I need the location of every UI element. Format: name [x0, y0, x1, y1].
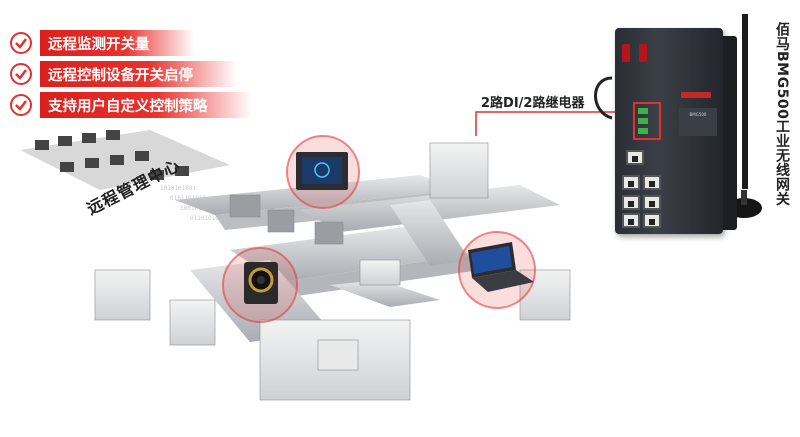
- feature-item-1: 远程监测开关量: [10, 30, 194, 56]
- feature-item-2: 远程控制设备开关启停: [10, 61, 237, 87]
- ethernet-port-icon: [643, 213, 661, 228]
- io-connector-line: [475, 111, 632, 136]
- svg-text:0101101010: 0101101010: [170, 195, 207, 202]
- io-label: 2路DI/2路继电器: [481, 96, 585, 111]
- svg-text:0110101001: 0110101001: [190, 215, 227, 222]
- feature-text: 远程监测开关量: [40, 30, 194, 56]
- ethernet-port-icon: [643, 195, 661, 210]
- ethernet-port-icon: [622, 175, 640, 190]
- ethernet-port-icon: [622, 213, 640, 228]
- device-plate: BMG500: [679, 108, 717, 136]
- svg-text:1010101001: 1010101001: [160, 185, 197, 192]
- antenna-connector-icon: [622, 44, 630, 62]
- machines: [94, 142, 571, 401]
- hmi-panel-icon: [296, 152, 348, 190]
- ethernet-port-icon: [643, 175, 661, 190]
- io-terminal-highlight: [633, 102, 661, 140]
- antenna-cable: [594, 76, 613, 120]
- check-icon: [10, 94, 32, 116]
- antenna-connector-icon: [639, 44, 647, 62]
- usb-port-icon: [626, 150, 644, 165]
- laptop-icon: [468, 242, 534, 292]
- device-name-label: 佰马BMG500工业无线网关: [774, 22, 790, 207]
- brand-logo: [681, 92, 711, 98]
- camera-icon: [244, 262, 278, 304]
- check-icon: [10, 32, 32, 54]
- remote-desks: [20, 130, 230, 190]
- ethernet-port-icon: [622, 195, 640, 210]
- feature-text: 远程控制设备开关启停: [40, 61, 237, 87]
- feature-text: 支持用户自定义控制策略: [40, 92, 252, 118]
- feature-item-3: 支持用户自定义控制策略: [10, 92, 252, 118]
- check-icon: [10, 63, 32, 85]
